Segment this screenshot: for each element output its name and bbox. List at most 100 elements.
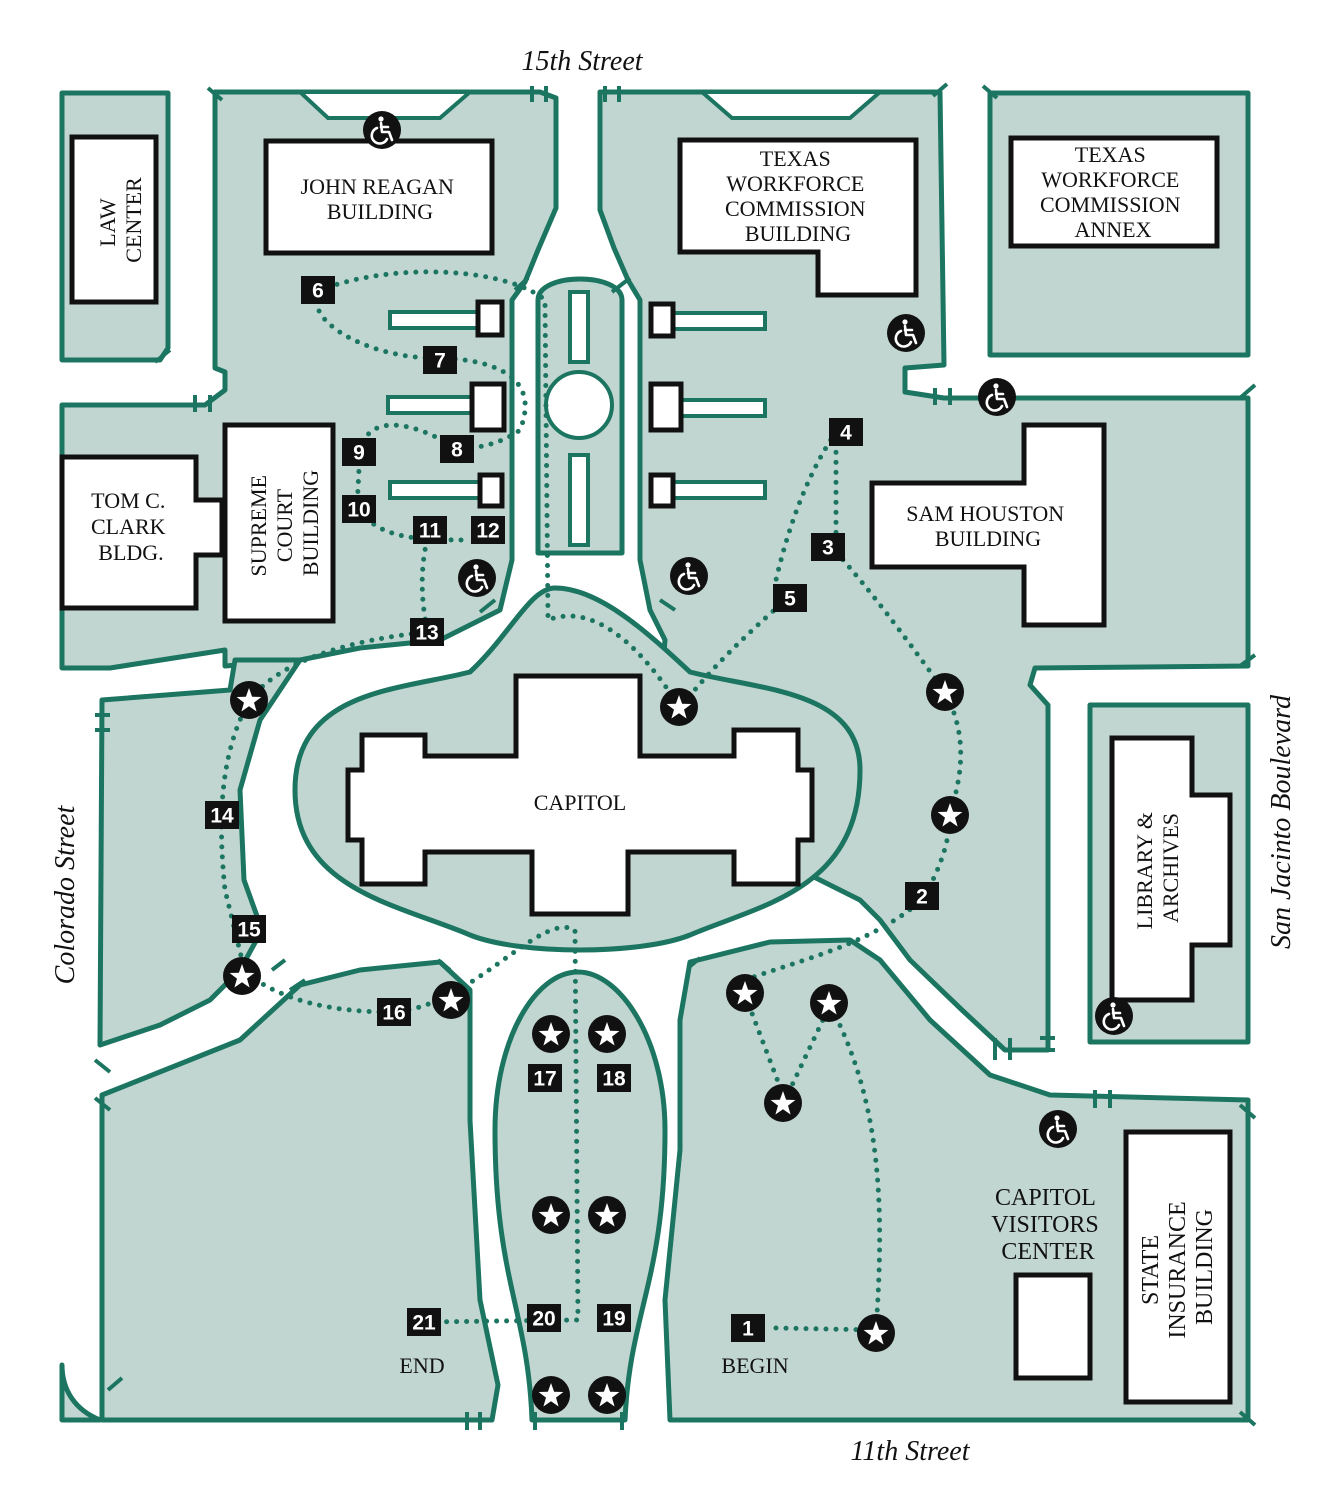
monument-5 <box>648 381 684 433</box>
star-icon <box>532 1015 570 1053</box>
block-south-mall <box>492 969 668 1423</box>
star-icon <box>857 1314 895 1352</box>
wheelchair-icons <box>363 111 1133 1148</box>
stop-marker-9: 9 <box>342 438 376 466</box>
stop-marker-7: 7 <box>423 346 457 374</box>
visitors-center-label: CAPITOL VISITORS CENTER <box>991 1185 1105 1265</box>
street-labels: 15th Street 11th Street Colorado Street … <box>50 46 1297 1467</box>
stop-number: 20 <box>532 1308 555 1331</box>
stop-number: 1 <box>742 1318 754 1341</box>
stop-marker-19: 19 <box>597 1304 631 1332</box>
star-icon <box>588 1015 626 1053</box>
stop-marker-17: 17 <box>528 1064 562 1092</box>
state-insurance-building <box>1123 1129 1233 1405</box>
reagan-planter <box>294 90 476 120</box>
star-icon <box>532 1196 570 1234</box>
capitol-building <box>345 673 815 917</box>
law-center-label: LAW CENTER <box>95 177 146 263</box>
wheelchair-access-icon <box>363 111 401 149</box>
monument-bar-2 <box>386 395 475 415</box>
monument-bar-3 <box>388 480 487 500</box>
wheelchair-access-icon <box>458 559 496 597</box>
mall-fountain <box>544 370 614 440</box>
stop-marker-21: 21 <box>407 1308 441 1336</box>
stop-number: 5 <box>784 588 796 611</box>
stop-number: 11 <box>419 520 442 543</box>
star-icon <box>660 688 698 726</box>
star-icon <box>432 981 470 1019</box>
block-south-east <box>662 937 1251 1423</box>
sam-houston-building <box>869 422 1107 628</box>
curb-cuts <box>93 82 1257 1430</box>
star-icon <box>726 974 764 1012</box>
monument-bar-1 <box>388 310 487 330</box>
stop-marker-13: 13 <box>410 618 444 646</box>
monument-1 <box>475 299 505 338</box>
wheelchair-access-icon <box>1039 1110 1077 1148</box>
library-archives-label: LIBRARY & ARCHIVES <box>1132 807 1183 930</box>
stop-marker-4: 4 <box>829 418 863 446</box>
capitol-label: CAPITOL <box>534 790 627 815</box>
stop-marker-11: 11 <box>413 516 447 544</box>
monument-bar-5 <box>668 398 767 418</box>
stop-marker-20: 20 <box>527 1304 561 1332</box>
stop-number: 4 <box>840 422 852 445</box>
twc-building-label: TEXAS WORKFORCE COMMISSION BUILDING <box>725 146 871 246</box>
star-icon <box>588 1376 626 1414</box>
building-labels: LAW CENTER JOHN REAGAN BUILDING TEXAS WO… <box>91 142 1218 1378</box>
wheelchair-access-icon <box>978 378 1016 416</box>
john-reagan-building <box>263 138 495 256</box>
stop-number: 19 <box>602 1308 625 1331</box>
begin-label: BEGIN <box>721 1353 788 1378</box>
stop-marker-3: 3 <box>811 533 845 561</box>
stop-number: 3 <box>822 537 834 560</box>
stop-marker-1: 1 <box>731 1314 765 1342</box>
stop-number: 16 <box>382 1002 405 1025</box>
block-south-west <box>99 959 501 1423</box>
state-insurance-label: STATE INSURANCE BUILDING <box>1138 1195 1218 1338</box>
tom-clark-building <box>59 454 225 611</box>
twc-annex-building <box>1008 135 1220 249</box>
street-north-label: 15th Street <box>521 46 643 77</box>
stop-number: 8 <box>451 439 463 462</box>
star-icon <box>926 673 964 711</box>
stop-number: 6 <box>312 280 324 303</box>
north-monuments <box>294 90 886 547</box>
stop-marker-2: 2 <box>905 882 939 910</box>
stop-marker-10: 10 <box>342 495 376 523</box>
stop-number: 9 <box>353 442 365 465</box>
stop-number: 7 <box>434 350 446 373</box>
star-icon <box>532 1376 570 1414</box>
supreme-court-label: SUPREME COURT BUILDING <box>246 470 323 577</box>
monument-bar-6 <box>668 480 767 500</box>
mall-planter-south <box>568 453 590 547</box>
star-markers <box>223 673 969 1414</box>
stop-number: 18 <box>602 1068 626 1091</box>
monument-3 <box>477 472 505 509</box>
stop-marker-8: 8 <box>440 435 474 463</box>
monument-6 <box>648 472 676 509</box>
law-center-building <box>69 134 159 305</box>
stop-number: 15 <box>237 919 261 942</box>
monument-4 <box>648 301 676 339</box>
supreme-court-building <box>222 422 336 624</box>
stop-marker-15: 15 <box>232 915 266 943</box>
monument-2 <box>469 381 507 433</box>
visitors-center-building <box>1013 1272 1093 1381</box>
street-south-label: 11th Street <box>851 1436 971 1467</box>
wheelchair-access-icon <box>670 557 708 595</box>
stop-number: 21 <box>412 1312 436 1335</box>
twc-building <box>677 137 919 298</box>
john-reagan-label: JOHN REAGAN BUILDING <box>301 174 460 224</box>
tom-clark-label: TOM C. CLARK BLDG. <box>91 488 171 565</box>
twc-annex-label: TEXAS WORKFORCE COMMISSION ANNEX <box>1040 142 1186 242</box>
street-west-label: Colorado Street <box>50 804 81 984</box>
stop-number: 10 <box>347 499 370 522</box>
stop-marker-16: 16 <box>377 998 411 1026</box>
library-archives-building <box>1109 735 1233 1003</box>
block-west-lawn <box>97 657 303 1048</box>
wheelchair-access-icon <box>1095 997 1133 1035</box>
mall-planter-north <box>568 290 590 364</box>
